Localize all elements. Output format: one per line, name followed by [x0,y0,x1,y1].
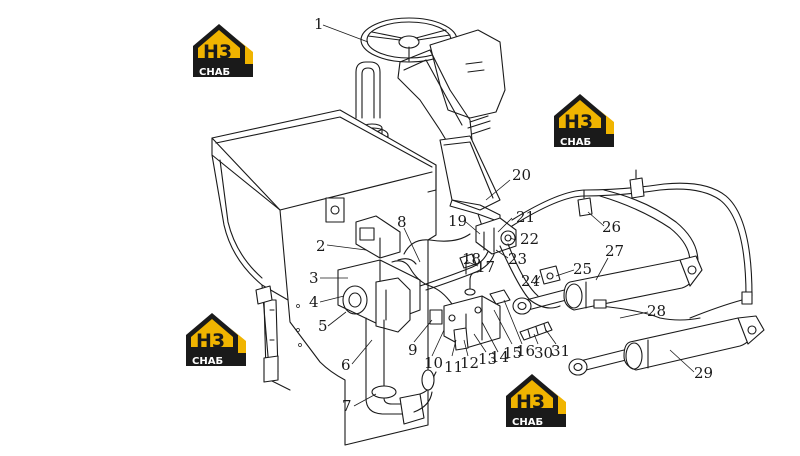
callout-20: 20 [512,166,531,184]
steering-cylinder-lower [568,299,765,376]
logo-letters: H3 [203,41,232,63]
callout-6: 6 [341,356,351,374]
logo-caption: CHAБ [199,67,230,78]
callout-4: 4 [309,293,319,311]
steering-column-cover [397,29,506,233]
cylinder-bracket [539,265,561,285]
cylinder-hoses [499,182,753,321]
watermark-logo-top-right: H3 CHAБ [554,94,614,148]
callout-28: 28 [647,302,666,320]
mounting-plate [325,197,345,223]
callout-11: 11 [444,358,463,376]
watermark-logo-top-left: H3 CHAБ [193,24,253,78]
callout-26: 26 [602,218,621,236]
callout-22: 22 [520,230,539,248]
callout-17: 17 [476,258,495,276]
callout-10: 10 [424,354,443,372]
watermark-logo-mid-left: H3 CHAБ [186,313,246,367]
callout-25: 25 [573,260,592,278]
callout-1: 1 [314,15,324,33]
logo-caption: CHAБ [560,137,591,148]
callout-numbers: 1 2 3 4 5 6 7 8 9 10 11 12 13 14 15 16 1… [309,15,713,415]
logo-letters: H3 [516,391,545,413]
steering-control-unit [475,217,517,255]
callout-13: 13 [478,350,497,368]
callout-12: 12 [460,354,479,372]
logo-letters: H3 [564,111,593,133]
pump-assembly [337,215,421,333]
column-handle [355,61,381,119]
callout-15: 15 [503,344,522,362]
callout-7: 7 [342,397,352,415]
callout-19: 19 [448,212,467,230]
callout-24: 24 [521,272,540,290]
callout-16: 16 [516,342,535,360]
callout-14: 14 [490,348,509,366]
callout-9: 9 [408,341,418,359]
hose-bracket [459,253,477,275]
leader-lines [319,24,695,407]
callout-30: 30 [534,344,553,362]
hose-fitting [519,321,553,341]
steering-cylinder-upper [512,255,703,315]
watermark-logo-bottom: H3 CHAБ [506,374,566,428]
callout-31: 31 [551,342,570,360]
distributor-valve [429,271,511,351]
logo-caption: CHAБ [192,356,223,367]
callout-27: 27 [605,242,624,260]
callout-29: 29 [694,364,713,382]
callout-3: 3 [309,269,319,287]
housing-bracket [255,285,279,383]
hose-clamps [577,169,753,305]
callout-21: 21 [516,208,535,226]
callout-2: 2 [316,237,326,255]
logo-caption: CHAБ [512,417,543,428]
callout-8: 8 [397,213,407,231]
logo-letters: H3 [196,330,225,352]
suction-pipe [365,317,437,425]
callout-5: 5 [318,317,328,335]
callout-23: 23 [508,250,527,268]
callout-18: 18 [462,250,481,268]
